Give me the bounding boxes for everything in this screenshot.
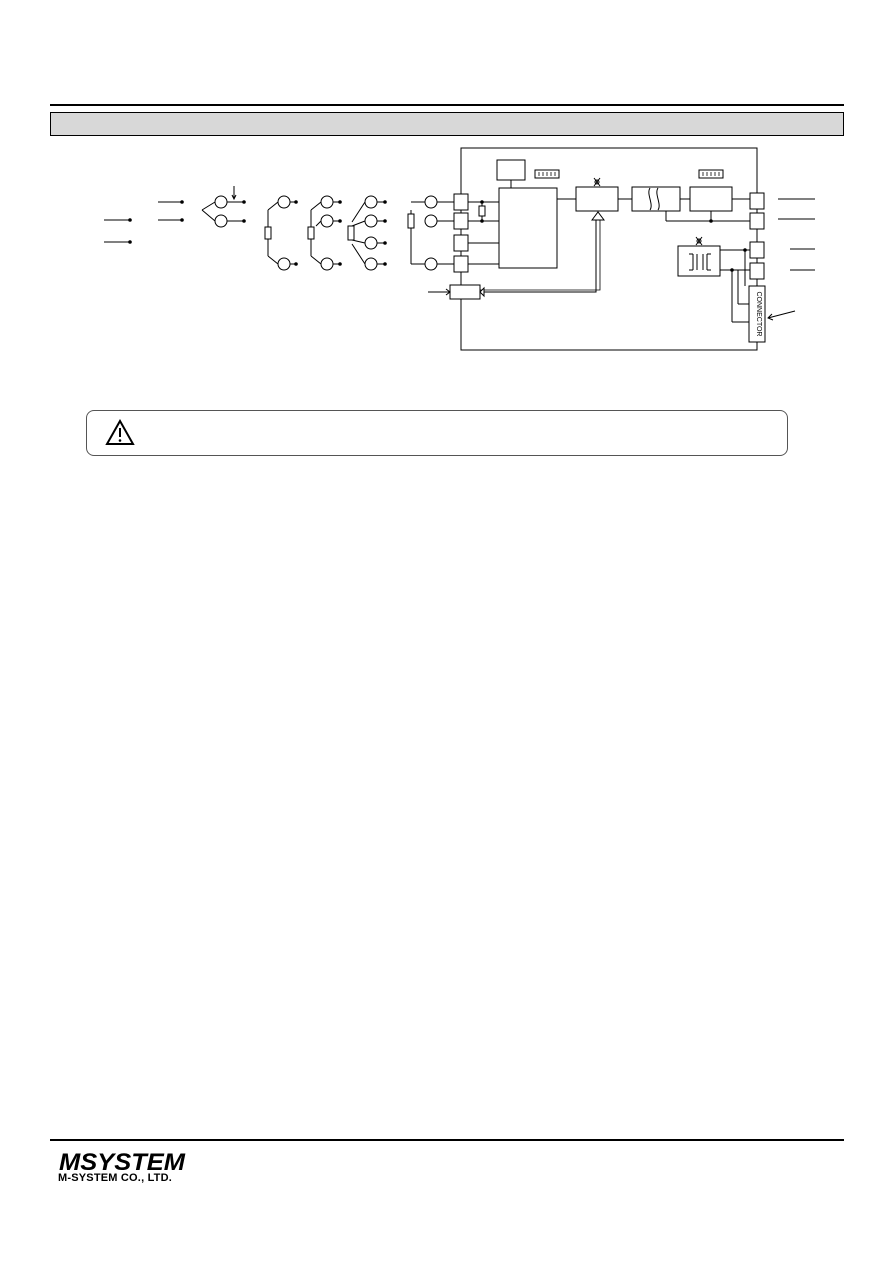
footer-rule (50, 1139, 844, 1141)
rtd-3wire-symbol (307, 195, 342, 271)
rtd-4wire-symbol (347, 195, 387, 271)
warning-triangle-icon (105, 419, 135, 445)
connector-block (748, 285, 766, 343)
section-title-bar (50, 112, 844, 136)
input-circuit-block (498, 187, 558, 269)
led-icon (593, 177, 601, 187)
output-terminals (749, 192, 765, 280)
indicator-box (496, 159, 526, 181)
output-circuit-block (689, 186, 733, 212)
caution-notice (86, 410, 788, 456)
input-terminals (453, 193, 469, 273)
power-supply-block (677, 245, 721, 277)
processor-block (575, 186, 619, 212)
header-rule (50, 104, 844, 106)
transformer-icon (689, 253, 711, 271)
input-circuit-wiring (468, 200, 499, 265)
rtd-2wire-symbol (264, 195, 298, 271)
input-wiring-group-1 (104, 200, 184, 244)
isolation-block (631, 186, 681, 212)
control-block (449, 284, 481, 300)
msystem-logo: MSYSTEM (59, 1150, 186, 1172)
block-diagram: CONNECTOR (104, 147, 815, 351)
company-name: M-SYSTEM CO., LTD. (58, 1172, 173, 1184)
thermocouple-symbol (201, 186, 246, 228)
power-led-icon (695, 236, 703, 246)
input-terminal-wiring (407, 195, 454, 271)
svg-text:MSYSTEM: MSYSTEM (59, 1150, 186, 1172)
connector-label: CONNECTOR (755, 292, 762, 337)
